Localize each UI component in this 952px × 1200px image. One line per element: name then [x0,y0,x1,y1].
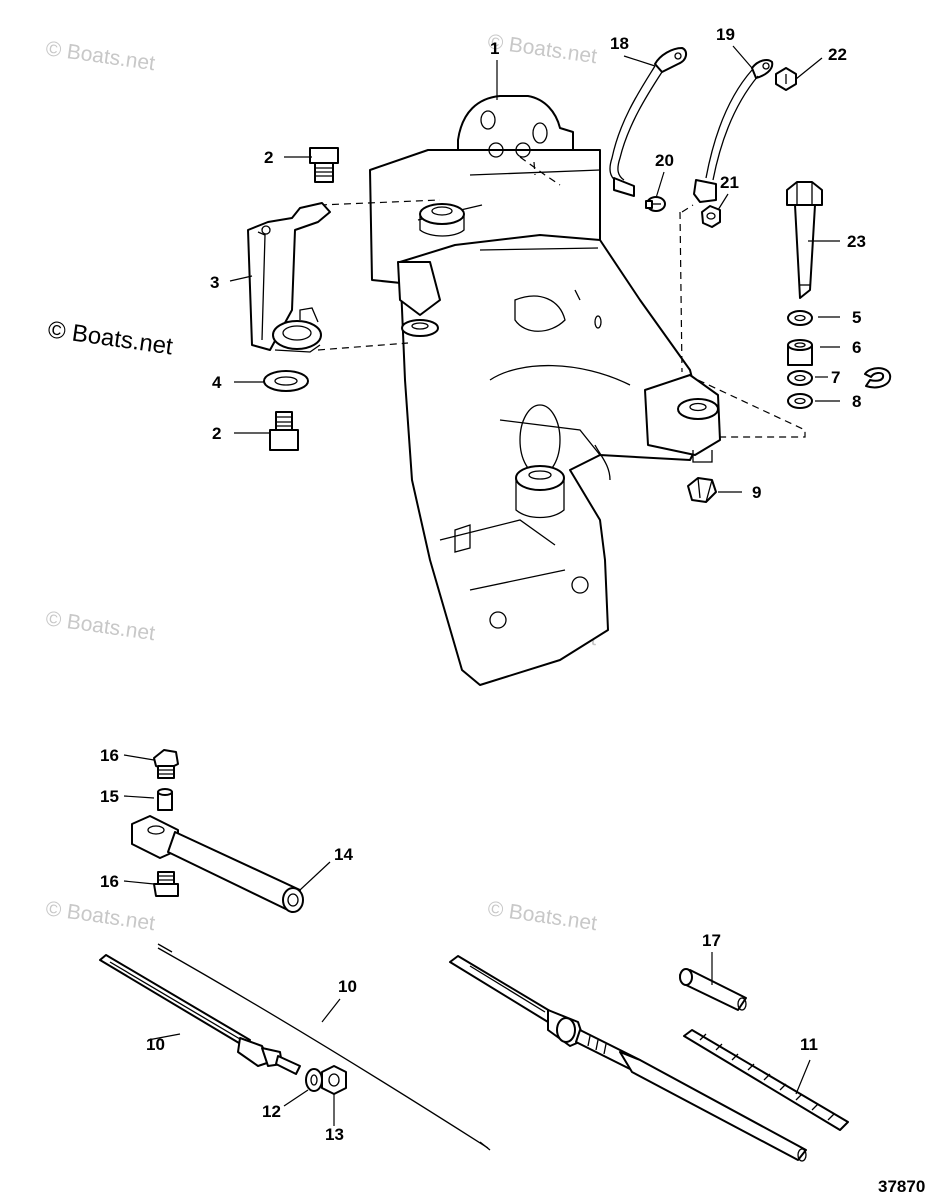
washer-part-4 [263,370,309,392]
screw-part-16-bottom [153,871,179,897]
callout-5: 5 [852,308,861,327]
callout-13: 13 [325,1125,344,1144]
nut-part-9 [687,477,717,503]
callout-2-top: 2 [264,148,273,167]
spacer-part-6 [787,339,813,366]
watermark: © Boats.net [44,607,156,645]
washer-part-8 [787,393,813,409]
callout-21: 21 [720,173,739,192]
spiral-wrap-part-11 [683,1029,849,1131]
callout-3: 3 [210,273,219,292]
screw-part-2-bottom [269,411,299,451]
figure-number: 37870 [878,1177,925,1196]
callout-18: 18 [610,34,629,53]
steering-cable-part-10 [99,943,491,1151]
plate-part-3 [247,202,331,353]
watermark: © Boats.net [44,897,156,935]
watermark-dark: © Boats.net [46,316,175,360]
callout-15: 15 [100,787,119,806]
washer-part-7 [787,367,892,389]
callout-1: 1 [490,39,499,58]
nut-part-21 [701,205,721,228]
ground-strap-part-19 [693,59,774,203]
watermark: © Boats.net [486,30,598,68]
callout-16-top: 16 [100,746,119,765]
callout-6: 6 [852,338,861,357]
callout-14: 14 [334,845,353,864]
watermark: © Boats.net [44,37,156,75]
callout-19: 19 [716,25,735,44]
callout-17: 17 [702,931,721,950]
callout-7: 7 [831,368,840,387]
callout-10-left: 10 [146,1035,165,1054]
watermark: © Boats.net [486,897,598,935]
washer-part-12 [305,1068,323,1092]
steering-cable-assembly [449,955,807,1162]
callout-20: 20 [655,151,674,170]
callout-16-bottom: 16 [100,872,119,891]
screw-part-20 [645,196,666,212]
swivel-bracket [369,95,721,686]
callout-4: 4 [212,373,222,392]
screw-part-2-top [309,147,339,183]
callout-8: 8 [852,392,861,411]
nut-part-13 [321,1065,347,1095]
callout-2-bottom: 2 [212,424,221,443]
link-arm-part-14 [131,815,304,913]
screw-part-22 [775,67,797,91]
screw-part-16-top [153,749,179,779]
callout-9: 9 [752,483,761,502]
callout-23: 23 [847,232,866,251]
leader-lines [123,45,840,1126]
callouts: 1 2 3 4 2 5 6 7 8 9 18 19 22 20 21 23 16… [100,25,866,1144]
pin-part-15 [157,788,173,811]
callout-10-right: 10 [338,977,357,996]
callout-11: 11 [800,1035,818,1054]
callout-22: 22 [828,45,847,64]
washer-part-5 [787,310,813,326]
bolt-part-23 [786,181,823,299]
ground-strap-part-18 [609,47,688,197]
callout-12: 12 [262,1102,281,1121]
assembly-lines [317,156,806,438]
sleeve-part-17 [679,968,747,1011]
